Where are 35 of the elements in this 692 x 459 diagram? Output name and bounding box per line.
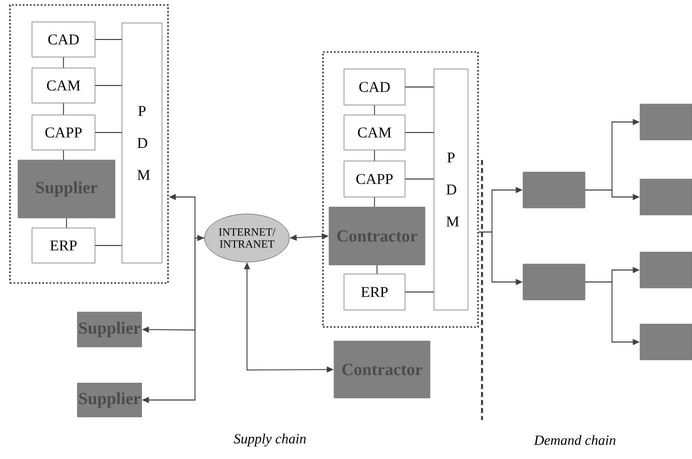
shaded-box [522,172,586,208]
connector-line [94,39,122,40]
connector-line [94,132,122,133]
shaded-box [640,252,692,288]
shaded-box [640,324,692,360]
module-box: CAM [32,68,96,104]
module-box: CAD [32,22,96,58]
module-box: CAD [344,68,406,106]
pdm-bar: P D M [434,68,468,310]
module-box: ERP [344,274,406,310]
connector-line [376,264,378,274]
connector-line [374,150,375,162]
connector-line [404,178,434,180]
connector-line [63,150,64,160]
dotted-frame [322,51,479,328]
connector-line [374,104,375,116]
shaded-box [640,104,692,140]
shaded-box [640,178,692,216]
connector-line [374,196,375,208]
dotted-frame [9,4,169,284]
connector-line [404,132,434,133]
connector-line [63,102,64,116]
connector-line [94,245,122,246]
connector-line [94,85,122,86]
shaded-box [522,264,586,300]
module-box: CAPP [32,114,96,150]
connector-line [66,218,67,228]
module-box: CAPP [344,160,406,198]
pdm-bar: P D M [122,22,162,264]
module-box: ERP [32,228,96,264]
connector-line [63,56,64,68]
chain-label: Supply chain [234,434,306,446]
module-box: CAM [344,114,406,150]
chain-label: Demand chain [534,435,616,445]
connector-line [404,86,434,88]
